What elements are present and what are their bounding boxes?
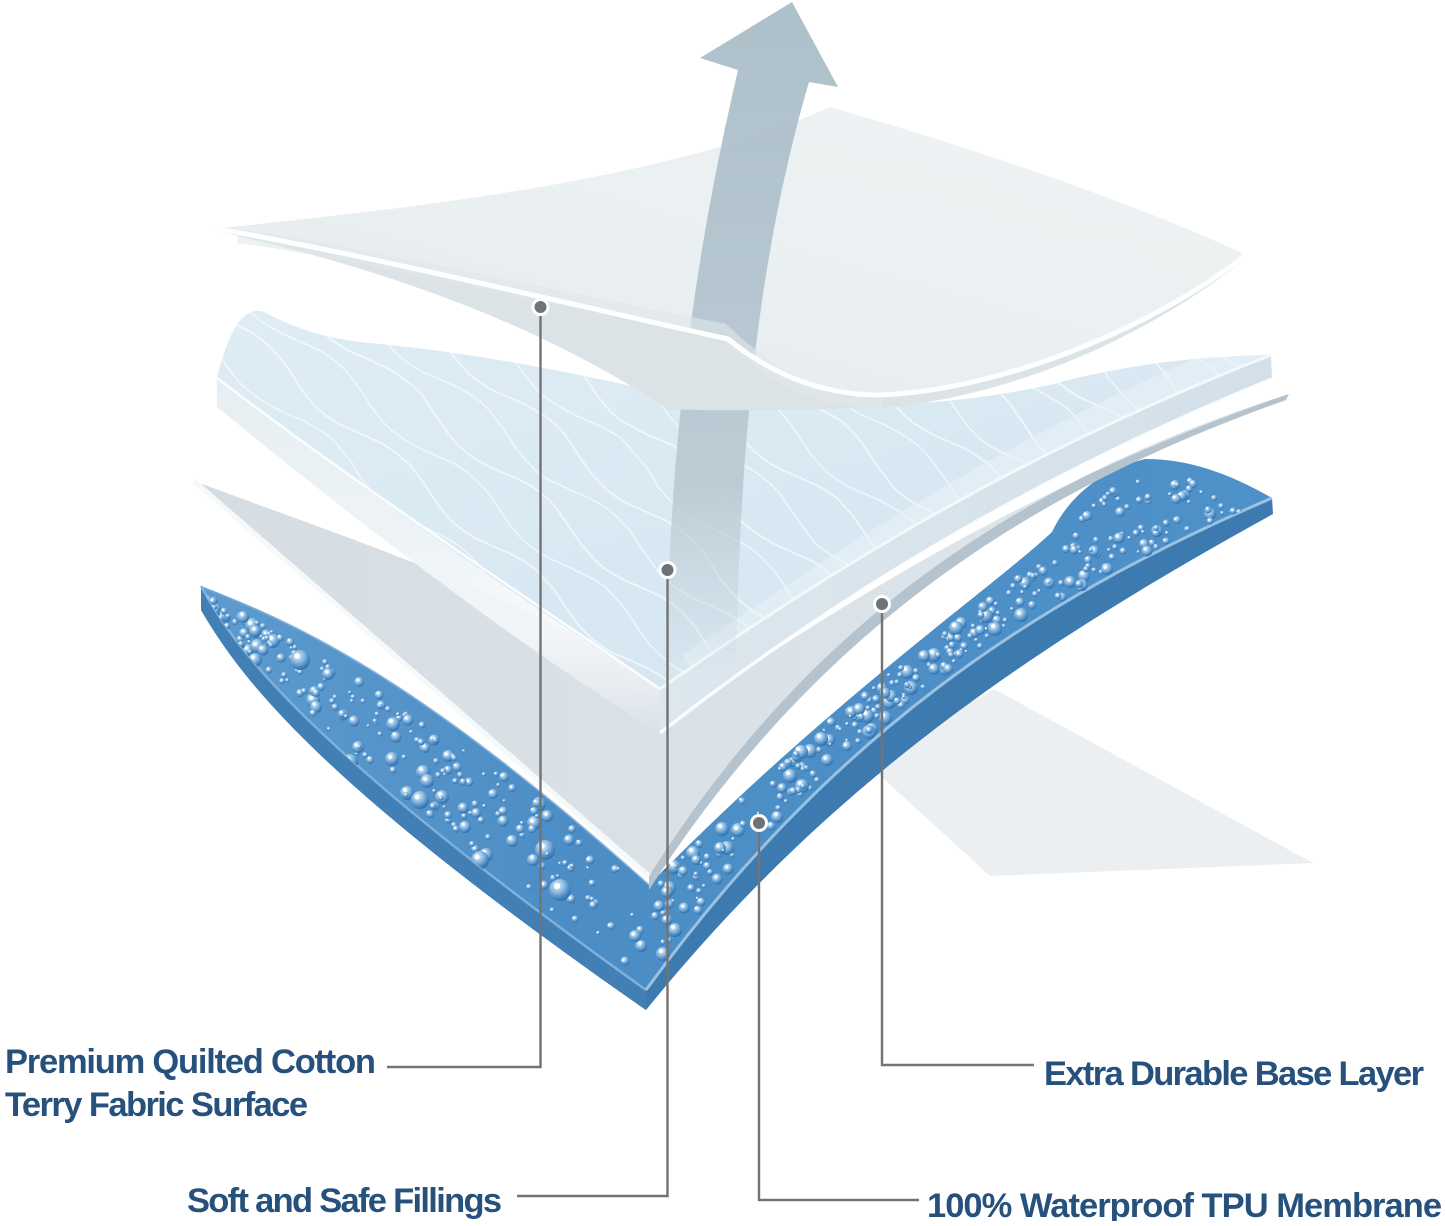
svg-text:Extra Durable Base Layer: Extra Durable Base Layer (1044, 1055, 1424, 1093)
svg-text:Soft and Safe Fillings: Soft and Safe Fillings (187, 1182, 502, 1220)
svg-text:Terry Fabric Surface: Terry Fabric Surface (5, 1086, 308, 1124)
svg-text:Premium Quilted Cotton: Premium Quilted Cotton (5, 1043, 376, 1081)
svg-text:100% Waterproof TPU Membrane: 100% Waterproof TPU Membrane (927, 1187, 1442, 1221)
